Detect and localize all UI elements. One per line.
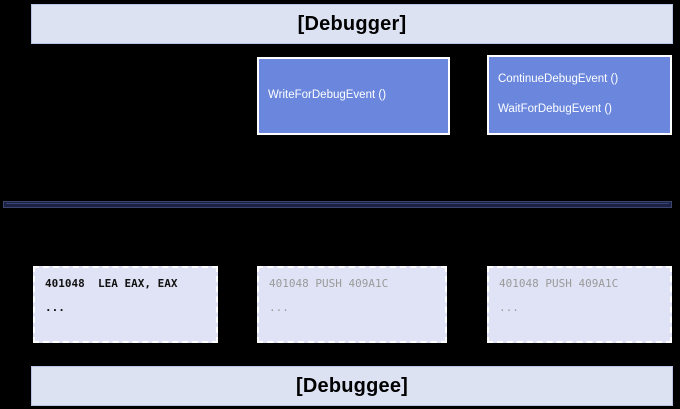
code-line: 401048 LEA EAX, EAX xyxy=(45,277,178,290)
code-line: 401048 PUSH 409A1C xyxy=(269,277,389,290)
code-line-ellipsis: ... xyxy=(499,300,519,314)
debugger-role-bar: [Debugger] xyxy=(31,4,673,44)
debuggee-role-label: [Debuggee] xyxy=(296,374,408,397)
api-call-label: WaitForDebugEvent () xyxy=(498,103,612,116)
interface-bar-highlight xyxy=(6,203,669,204)
code-line-ellipsis: ... xyxy=(269,300,289,314)
code-snippet-box: 401048 PUSH 409A1C ... xyxy=(257,266,447,343)
api-call-box-continue-and-wait-debug-event: ContinueDebugEvent () WaitForDebugEvent … xyxy=(487,55,672,135)
debuggee-role-bar: [Debuggee] xyxy=(31,366,673,406)
api-call-box-write-for-debug-event: WriteForDebugEvent () xyxy=(257,57,450,135)
code-line-ellipsis: ... xyxy=(45,300,65,314)
code-snippet-box: 401048 LEA EAX, EAX ... xyxy=(33,266,218,343)
debugger-role-label: [Debugger] xyxy=(297,12,407,35)
code-line: 401048 PUSH 409A1C xyxy=(499,277,619,290)
api-call-label: ContinueDebugEvent () xyxy=(498,72,619,85)
debug-interface-bar xyxy=(3,201,672,208)
api-call-label: WriteForDebugEvent () xyxy=(268,89,387,102)
code-snippet-box: 401048 PUSH 409A1C ... xyxy=(487,266,672,343)
